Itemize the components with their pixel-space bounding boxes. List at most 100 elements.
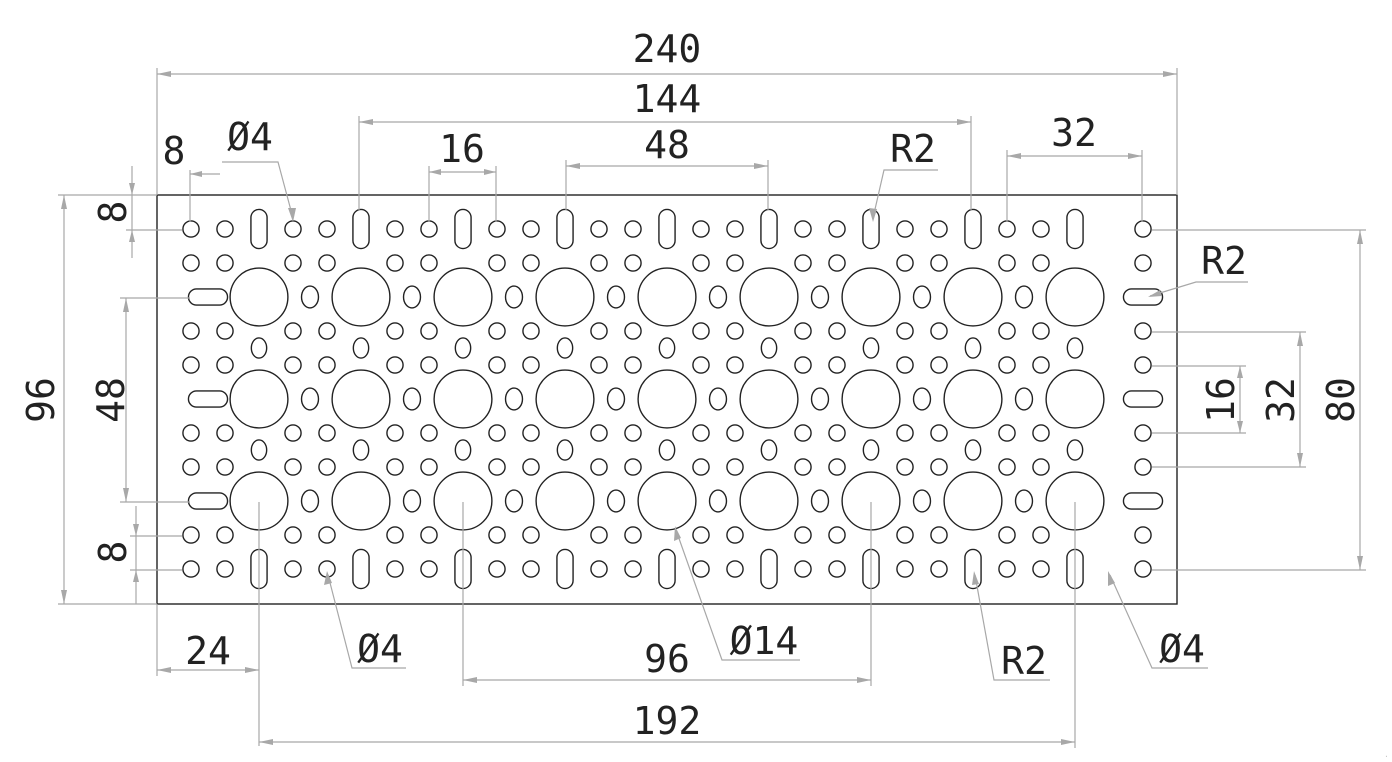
horizontal-slot <box>187 492 229 510</box>
small-hole <box>692 458 710 476</box>
oval-hole <box>912 285 932 309</box>
oval-hole <box>862 337 880 359</box>
small-hole <box>182 254 200 272</box>
oval-hole <box>708 285 728 309</box>
small-hole <box>284 322 302 340</box>
small-hole <box>318 220 336 238</box>
small-hole <box>182 526 200 544</box>
oval-hole <box>504 285 524 309</box>
large-hole <box>637 369 697 429</box>
small-hole <box>522 220 540 238</box>
small-hole <box>930 254 948 272</box>
large-hole <box>637 267 697 327</box>
small-hole <box>930 560 948 578</box>
small-hole <box>522 526 540 544</box>
dim-8-left-top: 8 <box>91 201 135 224</box>
small-hole <box>794 560 812 578</box>
small-hole <box>1032 356 1050 374</box>
horizontal-slot <box>1122 492 1164 510</box>
small-hole <box>1032 526 1050 544</box>
hole-pattern <box>182 208 1164 590</box>
oval-hole <box>300 285 320 309</box>
small-hole <box>182 560 200 578</box>
dim-16-top: 16 <box>439 127 485 171</box>
vertical-slot <box>658 548 676 590</box>
large-hole <box>943 267 1003 327</box>
small-hole <box>386 322 404 340</box>
small-hole <box>624 424 642 442</box>
dim-16-right: 16 <box>1199 377 1243 423</box>
small-hole <box>590 322 608 340</box>
small-hole <box>794 526 812 544</box>
vertical-slot <box>1066 208 1084 250</box>
small-hole <box>930 322 948 340</box>
small-hole <box>1032 560 1050 578</box>
dim-48-top: 48 <box>644 123 690 167</box>
callout-dia4-bottom-left: Ø4 <box>357 627 403 671</box>
small-hole <box>624 526 642 544</box>
callout-texts: Ø4 R2 R2 Ø4 Ø14 R2 Ø4 <box>227 115 1247 683</box>
small-hole <box>522 254 540 272</box>
small-hole <box>794 356 812 374</box>
small-hole <box>930 424 948 442</box>
large-hole <box>331 369 391 429</box>
oval-hole <box>1014 387 1034 411</box>
small-hole <box>488 526 506 544</box>
small-hole <box>284 560 302 578</box>
oval-hole <box>708 387 728 411</box>
small-hole <box>182 458 200 476</box>
oval-hole <box>658 439 676 461</box>
small-hole <box>692 220 710 238</box>
vertical-slot <box>352 548 370 590</box>
large-hole <box>943 471 1003 531</box>
large-hole <box>535 471 595 531</box>
small-hole <box>794 424 812 442</box>
small-hole <box>1134 424 1152 442</box>
small-hole <box>590 424 608 442</box>
dim-240: 240 <box>633 27 702 71</box>
large-hole <box>637 471 697 531</box>
small-hole <box>182 356 200 374</box>
large-hole <box>433 267 493 327</box>
small-hole <box>1134 254 1152 272</box>
small-hole <box>624 322 642 340</box>
large-hole <box>739 267 799 327</box>
small-hole <box>692 560 710 578</box>
small-hole <box>386 526 404 544</box>
small-hole <box>522 458 540 476</box>
small-hole <box>488 254 506 272</box>
small-hole <box>284 526 302 544</box>
large-hole <box>229 267 289 327</box>
small-hole <box>828 424 846 442</box>
small-hole <box>692 254 710 272</box>
small-hole <box>896 526 914 544</box>
small-hole <box>726 560 744 578</box>
small-hole <box>386 254 404 272</box>
small-hole <box>828 458 846 476</box>
oval-hole <box>708 489 728 513</box>
small-hole <box>930 526 948 544</box>
large-hole <box>229 369 289 429</box>
oval-hole <box>1066 337 1084 359</box>
oval-hole <box>402 387 422 411</box>
small-hole <box>930 220 948 238</box>
large-hole <box>943 369 1003 429</box>
oval-hole <box>556 439 574 461</box>
small-hole <box>284 356 302 374</box>
oval-hole <box>556 337 574 359</box>
dim-192-bottom: 192 <box>633 699 702 743</box>
small-hole <box>1032 424 1050 442</box>
small-hole <box>1134 322 1152 340</box>
small-hole <box>318 424 336 442</box>
callout-r2-top: R2 <box>890 127 936 171</box>
small-hole <box>998 526 1016 544</box>
small-hole <box>284 458 302 476</box>
callout-dia14: Ø14 <box>730 619 799 663</box>
vertical-slot <box>556 208 574 250</box>
small-hole <box>794 322 812 340</box>
small-hole <box>726 220 744 238</box>
small-hole <box>930 356 948 374</box>
small-hole <box>488 458 506 476</box>
large-hole <box>433 369 493 429</box>
small-hole <box>420 254 438 272</box>
